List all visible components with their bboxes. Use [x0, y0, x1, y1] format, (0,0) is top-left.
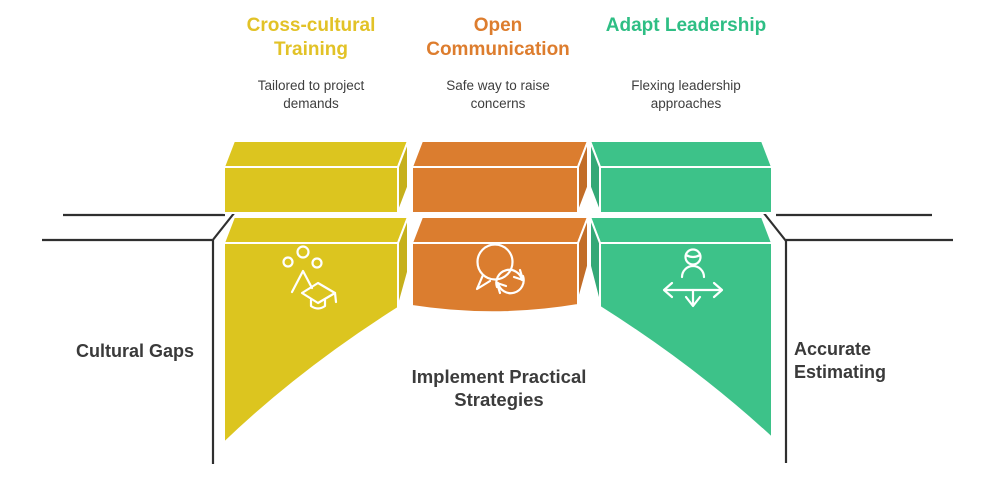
training-icon-dot-left — [282, 256, 294, 268]
training-pillar — [223, 216, 409, 444]
leadership-top-block-front-face — [599, 166, 773, 214]
training-top-block-top-face — [223, 140, 409, 168]
training-icon-cap-tassel — [333, 291, 338, 304]
leadership-top-block-top-face — [589, 140, 773, 168]
training-icon-triangle — [290, 269, 314, 294]
column-subtitle-leadership: Flexing leadership approaches — [631, 78, 741, 111]
flexible-person-arrows-icon — [662, 248, 724, 308]
communication-icon-bubble — [476, 243, 514, 281]
communication-pillar-top-face — [411, 216, 589, 244]
communication-pillar-front-face — [411, 242, 579, 314]
communication-icon-bubble-tail — [475, 273, 492, 291]
leadership-icon-head-line — [684, 253, 702, 259]
bridge-center-label: Implement Practical Strategies — [411, 366, 587, 410]
training-icon-dot-top — [296, 245, 310, 259]
training-top-block — [223, 140, 409, 214]
leadership-icon-arrow-left-head — [662, 281, 674, 299]
leadership-icon-arrow-down-head — [684, 295, 702, 308]
leadership-pillar-top-face — [589, 216, 773, 244]
right-cliff — [762, 211, 953, 463]
leadership-icon-arrow-right-head — [712, 281, 724, 299]
column-title-training: Cross-cultural Training — [246, 15, 376, 60]
communication-top-block-front-face — [411, 166, 579, 214]
left-cliff — [42, 211, 236, 464]
graduation-training-icon — [282, 245, 338, 310]
training-icon-dot-right — [311, 257, 323, 269]
column-title-communication: Open Communication — [426, 15, 570, 60]
column-title-leadership: Adapt Leadership — [605, 15, 767, 36]
column-subtitle-communication: Safe way to raise concerns — [446, 78, 550, 111]
right-cliff-label: Accurate Estimating — [794, 339, 887, 382]
left-cliff-label: Cultural Gaps — [75, 341, 195, 361]
communication-top-block-top-face — [411, 140, 589, 168]
communication-icon-refresh-arc-bottom — [496, 274, 525, 295]
communication-top-block — [411, 140, 589, 214]
column-subtitle-training: Tailored to project demands — [257, 78, 365, 111]
training-icon-cap-base — [309, 298, 327, 310]
leadership-top-block — [589, 140, 773, 214]
communication-pillar — [411, 216, 589, 314]
training-pillar-front-face — [223, 242, 399, 444]
leadership-pillar-front-face — [599, 242, 773, 439]
leadership-icon-shoulders — [680, 264, 706, 279]
training-top-block-front-face — [223, 166, 399, 214]
leadership-pillar — [589, 216, 773, 439]
leadership-icon-head — [684, 248, 702, 266]
training-pillar-top-face — [223, 216, 409, 244]
speech-bubble-refresh-icon — [475, 243, 525, 295]
right-cliff-corner-line — [762, 211, 787, 242]
communication-icon-refresh-arc-top — [495, 268, 524, 289]
left-cliff-corner-line — [211, 211, 236, 242]
communication-icon-refresh-arrow-left — [495, 281, 508, 295]
training-icon-cap-board — [300, 281, 337, 305]
